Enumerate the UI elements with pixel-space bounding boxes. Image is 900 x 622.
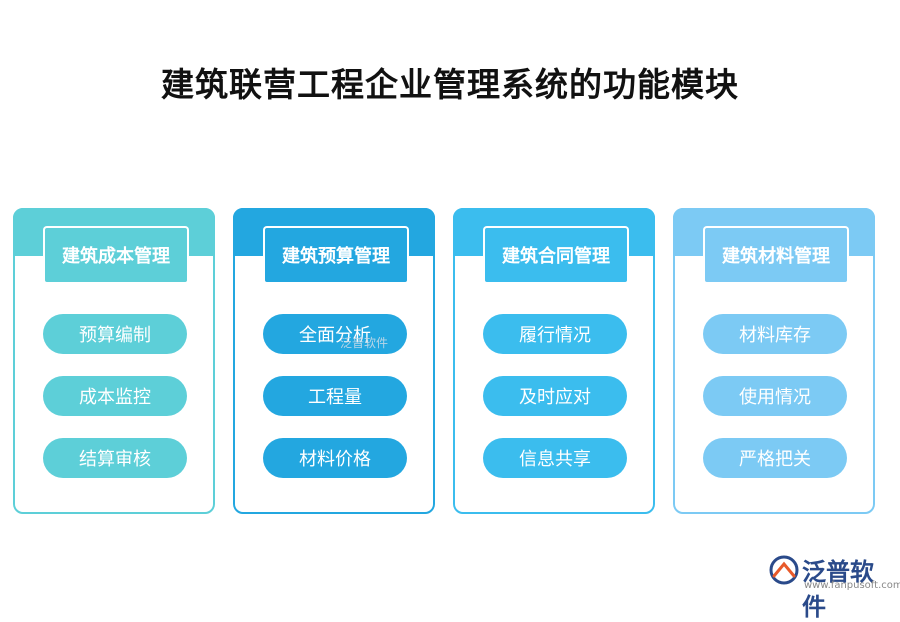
logo-url: www.fanpusoft.com: [804, 580, 900, 591]
module-header-cost: 建筑成本管理: [45, 228, 187, 282]
module-item: 及时应对: [483, 376, 627, 416]
module-header-budget: 建筑预算管理: [265, 228, 407, 282]
module-card-material: 建筑材料管理 材料库存 使用情况 严格把关: [673, 208, 875, 514]
brand-logo: 泛普软件 www.fanpusoft.com: [768, 552, 900, 621]
module-item: 材料价格: [263, 438, 407, 478]
module-header-material: 建筑材料管理: [705, 228, 847, 282]
module-card-budget: 建筑预算管理 全面分析 工程量 材料价格: [233, 208, 435, 514]
module-item: 使用情况: [703, 376, 847, 416]
module-card-contract: 建筑合同管理 履行情况 及时应对 信息共享: [453, 208, 655, 514]
module-item: 成本监控: [43, 376, 187, 416]
module-item: 工程量: [263, 376, 407, 416]
module-item: 结算审核: [43, 438, 187, 478]
module-item: 严格把关: [703, 438, 847, 478]
module-header-contract: 建筑合同管理: [485, 228, 627, 282]
module-item: 预算编制: [43, 314, 187, 354]
page-title: 建筑联营工程企业管理系统的功能模块: [161, 65, 739, 104]
module-item: 材料库存: [703, 314, 847, 354]
module-item: 信息共享: [483, 438, 627, 478]
module-item: 履行情况: [483, 314, 627, 354]
module-item: 全面分析: [263, 314, 407, 354]
watermark: 泛普软件: [340, 336, 389, 350]
module-card-cost: 建筑成本管理 预算编制 成本监控 结算审核: [13, 208, 215, 514]
logo-icon: [769, 555, 799, 585]
